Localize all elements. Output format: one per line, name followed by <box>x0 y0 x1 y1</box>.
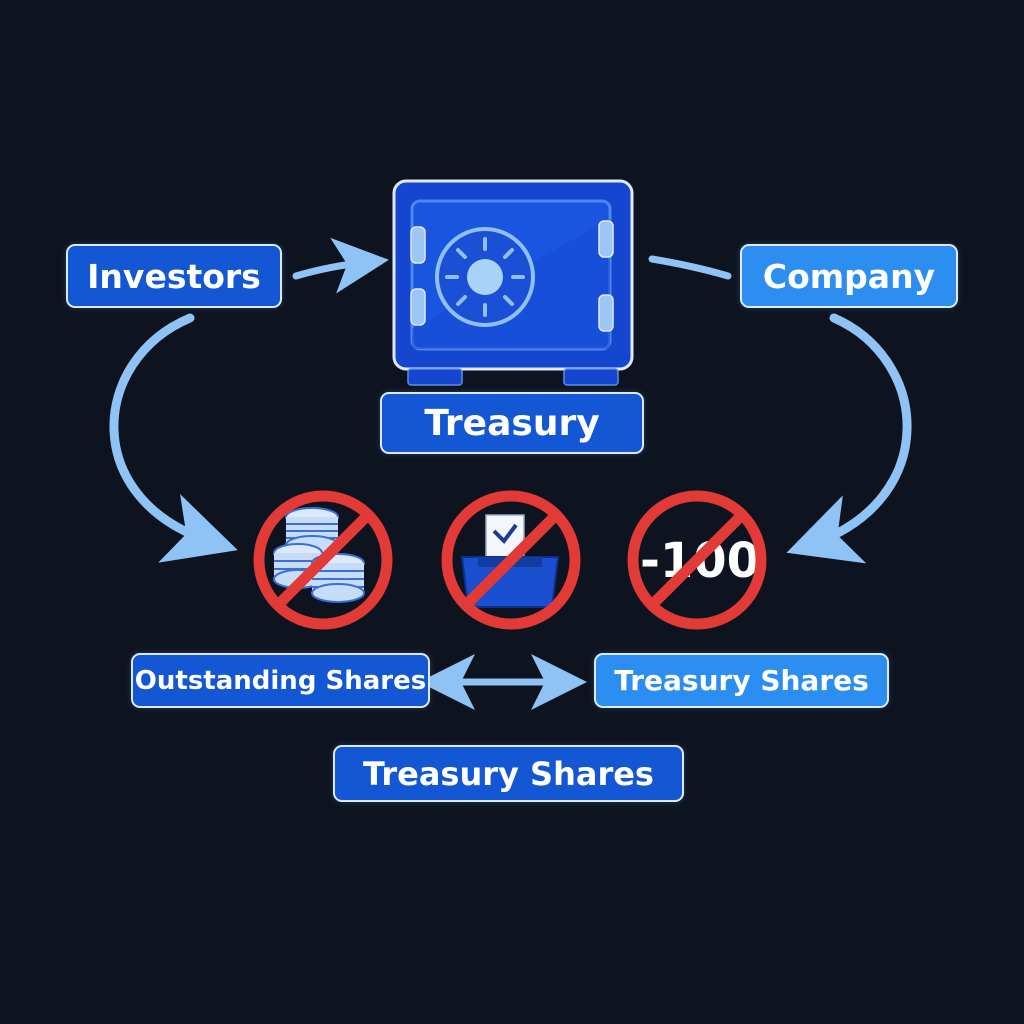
investors-node: Investors <box>66 244 282 308</box>
treasury-shares-summary-node: Treasury Shares <box>333 745 684 802</box>
treasury-shares-node: Treasury Shares <box>594 653 889 708</box>
treasury-shares-summary-label: Treasury Shares <box>363 754 654 793</box>
company-label: Company <box>762 256 936 296</box>
prohibited-coins-icon <box>253 490 393 630</box>
prohibited-ballot-icon <box>441 490 581 630</box>
ballot-box-icon <box>460 514 560 608</box>
treasury-label: Treasury <box>424 402 600 444</box>
arrow-investors-to-treasury <box>292 237 389 294</box>
arrow-investors-to-outstanding <box>109 313 238 563</box>
line-treasury-to-company <box>648 255 732 280</box>
safe-vault-icon <box>392 179 634 386</box>
treasury-node: Treasury <box>380 392 644 454</box>
prohibited-minus-value-icon: -100 <box>627 490 767 630</box>
treasury-shares-label: Treasury Shares <box>614 664 869 697</box>
outstanding-shares-label: Outstanding Shares <box>134 665 427 696</box>
outstanding-shares-node: Outstanding Shares <box>131 653 430 708</box>
investors-label: Investors <box>87 256 261 296</box>
arrow-company-to-treasury-shares <box>786 313 912 564</box>
company-node: Company <box>740 244 958 308</box>
coin-stack-icon <box>273 507 365 603</box>
